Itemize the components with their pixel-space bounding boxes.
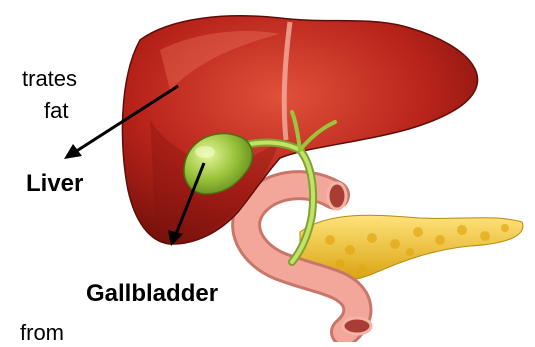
text-fragment-1: trates bbox=[22, 68, 77, 90]
duodenum-end-opening bbox=[343, 318, 371, 334]
gallbladder-highlight bbox=[195, 146, 215, 158]
duodenum-opening bbox=[328, 183, 346, 209]
text-fragment-2: fat bbox=[44, 100, 68, 122]
gallbladder-label: Gallbladder bbox=[86, 282, 218, 306]
liver-label: Liver bbox=[26, 172, 83, 196]
text-fragment-3: from bbox=[20, 322, 64, 344]
